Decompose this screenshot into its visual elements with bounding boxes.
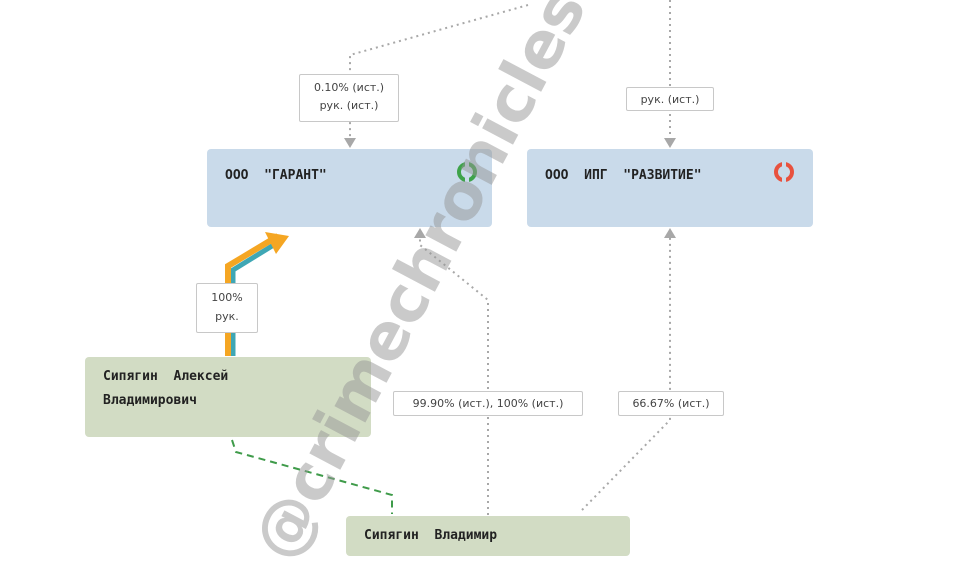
edge-label-top-garant: 0.10% (ист.) рук. (ист.) — [299, 74, 399, 122]
person-name: Сипягин Владимир — [364, 528, 498, 543]
edge-label-vladimir-razvitie: 66.67% (ист.) — [618, 391, 724, 416]
edge-label-top-razvitie: рук. (ист.) — [626, 87, 714, 111]
person-node-vladimir[interactable]: Сипягин Владимир — [346, 516, 630, 556]
company-node-razvitie[interactable]: ООО ИПГ "РАЗВИТИЕ" — [527, 149, 813, 227]
company-name: ООО ИПГ "РАЗВИТИЕ" — [545, 168, 702, 183]
person-name: Сипягин Алексей Владимирович — [103, 369, 229, 408]
arrowhead — [414, 228, 426, 238]
relationship-edges — [225, 0, 676, 515]
person-node-aleksey[interactable]: Сипягин Алексей Владимирович — [85, 357, 371, 437]
active-status-icon — [457, 162, 477, 182]
arrowhead — [344, 138, 356, 148]
edge-vladimir-to-razvitie — [581, 236, 671, 511]
company-node-garant[interactable]: ООО "ГАРАНТ" — [207, 149, 492, 227]
arrowhead — [664, 228, 676, 238]
edge-label-aleksey-garant: 100% рук. — [196, 283, 258, 333]
arrowhead — [664, 138, 676, 148]
liquidated-status-icon — [774, 162, 794, 182]
arrowhead-highlight — [265, 232, 289, 254]
company-name: ООО "ГАРАНТ" — [225, 168, 327, 183]
edge-label-vladimir-garant: 99.90% (ист.), 100% (ист.) — [393, 391, 583, 416]
edge-relative-link — [231, 439, 393, 514]
edge-vladimir-to-garant — [419, 236, 489, 515]
